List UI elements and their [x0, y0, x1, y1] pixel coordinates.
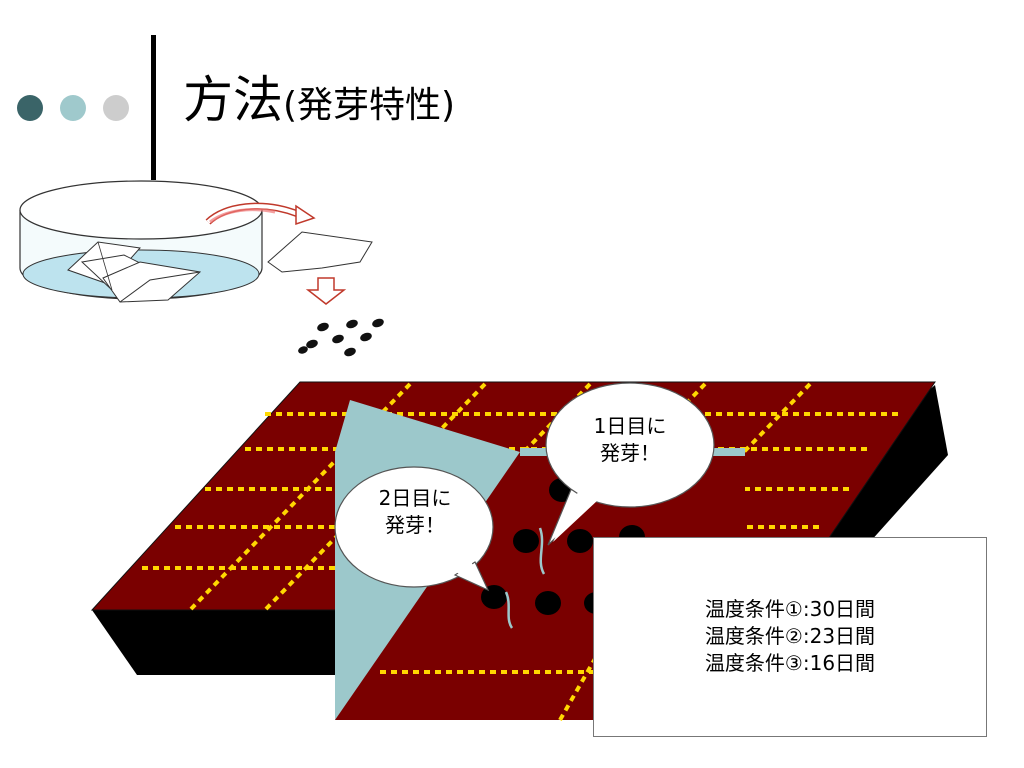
seeds	[298, 318, 384, 357]
callout-day2-line1: 2日目に	[378, 486, 452, 510]
title-divider	[151, 35, 156, 180]
transfer-arrow	[205, 202, 316, 226]
removed-fruit	[267, 231, 373, 273]
callout-day2: 2日目に 発芽！	[345, 485, 485, 539]
callout-day1-bubble	[545, 382, 715, 546]
down-arrow	[305, 277, 347, 305]
bullet-dot-gray	[103, 95, 129, 121]
callout-day1-line1: 1日目に	[593, 414, 667, 438]
radicles	[504, 527, 546, 629]
condition-line-3: 温度条件③:16日間	[704, 651, 876, 675]
bullet-dot-dark	[17, 95, 43, 121]
title-sub: (発芽特性)	[283, 85, 456, 126]
callout-day1: 1日目に 発芽！	[560, 413, 700, 467]
temperature-conditions-box: 温度条件①:30日間 温度条件②:23日間 温度条件③:16日間	[593, 537, 987, 737]
callout-day1-line2: 発芽！	[600, 441, 660, 465]
condition-line-1: 温度条件①:30日間	[704, 597, 876, 621]
title-main: 方法	[183, 71, 283, 129]
callout-day2-bubble	[334, 466, 494, 592]
slide-title: 方法(発芽特性)	[183, 70, 455, 130]
petri-dish	[19, 180, 263, 303]
callout-day2-line2: 発芽！	[385, 513, 445, 537]
bullet-dot-teal	[60, 95, 86, 121]
condition-line-2: 温度条件②:23日間	[704, 624, 876, 648]
